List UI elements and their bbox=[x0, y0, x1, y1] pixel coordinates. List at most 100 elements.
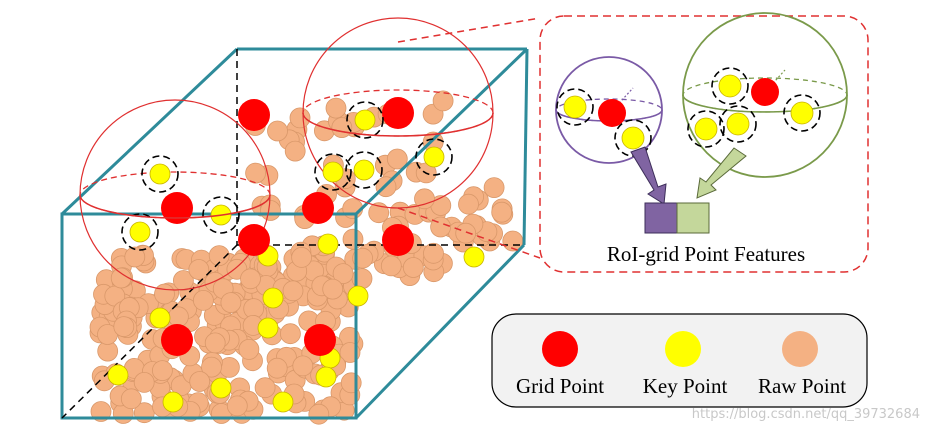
raw-point bbox=[113, 316, 135, 338]
raw-point bbox=[267, 120, 288, 142]
raw-point bbox=[279, 323, 301, 345]
sphere-left-front-arc bbox=[79, 194, 271, 219]
raw-point bbox=[291, 246, 313, 268]
purple-arrow bbox=[630, 146, 667, 205]
green-arrow bbox=[696, 147, 747, 199]
raw-point bbox=[414, 188, 435, 210]
raw-point bbox=[380, 255, 402, 277]
grid-point bbox=[161, 324, 193, 356]
raw-point bbox=[208, 245, 230, 267]
grid-point bbox=[302, 192, 334, 224]
key-point bbox=[257, 317, 279, 339]
key-point bbox=[423, 146, 445, 168]
key-point-halo bbox=[345, 151, 383, 189]
raw-point bbox=[120, 388, 142, 410]
raw-point bbox=[188, 259, 210, 280]
box-right-back-edge bbox=[522, 48, 529, 246]
zoom-connector-bottom bbox=[397, 207, 541, 259]
grid-point bbox=[161, 192, 193, 224]
grid-point bbox=[598, 99, 626, 127]
key-point bbox=[718, 74, 742, 98]
key-point bbox=[790, 101, 814, 125]
raw-point bbox=[167, 306, 189, 328]
raw-point bbox=[292, 355, 314, 377]
raw-point bbox=[325, 97, 347, 119]
legend-raw-point-label: Raw Point bbox=[758, 374, 846, 398]
key-point-halo bbox=[141, 155, 179, 193]
raw-point bbox=[332, 263, 354, 285]
key-point-halo bbox=[556, 88, 594, 126]
raw-point bbox=[238, 338, 260, 360]
raw-point bbox=[110, 267, 132, 289]
watermark: https://blog.csdn.net/qq_39732684 bbox=[692, 407, 920, 422]
key-point bbox=[621, 126, 645, 150]
grid-point bbox=[304, 324, 336, 356]
key-point bbox=[354, 109, 376, 131]
raw-point bbox=[254, 377, 276, 399]
key-point bbox=[129, 221, 151, 243]
3d-bounding-box bbox=[60, 47, 529, 420]
key-point bbox=[149, 163, 171, 185]
raw-point bbox=[245, 162, 267, 184]
legend-key-point-label: Key Point bbox=[643, 374, 728, 398]
key-point bbox=[107, 364, 129, 386]
key-point bbox=[726, 112, 750, 136]
box-hidden-diagonal-edge bbox=[61, 244, 238, 419]
raw-point bbox=[432, 90, 454, 112]
yellow-dot-icon bbox=[665, 331, 701, 367]
zoom-panel-frame bbox=[539, 15, 869, 273]
red-dot-icon bbox=[542, 331, 578, 367]
raw-point bbox=[220, 292, 242, 314]
box-front-face bbox=[60, 212, 358, 420]
key-point bbox=[463, 246, 485, 268]
key-point bbox=[162, 391, 184, 413]
raw-point bbox=[172, 270, 194, 291]
grid-point bbox=[382, 97, 414, 129]
box-top-left-edge bbox=[60, 47, 239, 216]
grid-point bbox=[751, 78, 779, 106]
raw-point bbox=[340, 372, 362, 394]
key-point-halo bbox=[202, 196, 240, 234]
raw-point bbox=[133, 371, 155, 393]
orange-dot-icon bbox=[782, 331, 818, 367]
key-point-halo bbox=[783, 94, 821, 132]
raw-point bbox=[342, 228, 364, 250]
raw-point bbox=[266, 357, 288, 379]
key-point-halo bbox=[719, 105, 757, 143]
key-point-halo bbox=[711, 67, 749, 105]
key-point bbox=[353, 159, 375, 181]
grid-point bbox=[382, 224, 414, 256]
raw-point bbox=[491, 201, 513, 223]
legend: Grid Point Key Point Raw Point bbox=[491, 313, 868, 408]
key-point bbox=[563, 95, 587, 119]
raw-point bbox=[240, 268, 261, 290]
raw-point bbox=[322, 278, 344, 300]
raw-point bbox=[455, 222, 477, 244]
key-point bbox=[694, 117, 718, 141]
key-point-halo bbox=[415, 138, 453, 176]
key-point-halo bbox=[121, 213, 159, 251]
raw-point bbox=[386, 148, 408, 170]
grid-point bbox=[238, 224, 270, 256]
raw-point bbox=[124, 246, 146, 268]
key-point bbox=[262, 287, 284, 309]
raw-point bbox=[204, 332, 226, 354]
feature-block-green bbox=[676, 202, 710, 234]
raw-point bbox=[192, 289, 214, 311]
key-point bbox=[210, 377, 232, 399]
raw-point bbox=[282, 280, 304, 302]
raw-point bbox=[226, 395, 248, 417]
key-point-halos bbox=[121, 101, 453, 251]
grid-point-cloud bbox=[161, 97, 414, 356]
key-point-halo bbox=[314, 153, 352, 191]
raw-point bbox=[458, 193, 479, 215]
raw-point bbox=[201, 356, 222, 378]
sphere-right-front-arc bbox=[302, 112, 494, 137]
box-bottom-right-edge bbox=[354, 243, 526, 420]
key-point bbox=[347, 285, 369, 307]
raw-point bbox=[151, 360, 173, 382]
raw-point bbox=[284, 140, 306, 162]
raw-point bbox=[189, 371, 211, 392]
roi-features-label: RoI-grid Point Features bbox=[607, 242, 805, 266]
